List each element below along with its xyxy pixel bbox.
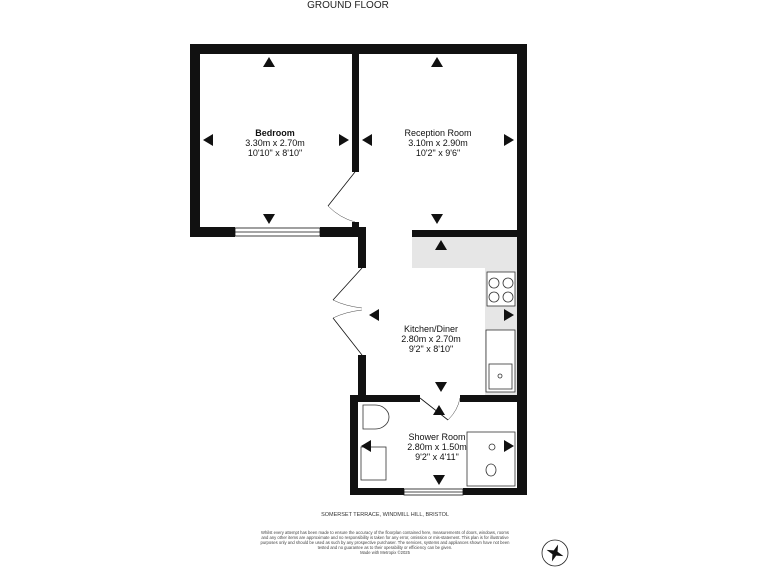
room-name: Bedroom xyxy=(255,128,295,138)
room-imperial: 10'10" x 8'10" xyxy=(248,148,302,158)
room-imperial: 10'2" x 9'6" xyxy=(416,148,460,158)
room-metric: 2.80m x 2.70m xyxy=(401,334,461,344)
room-metric: 3.30m x 2.70m xyxy=(245,138,305,148)
room-shower: Shower Room 2.80m x 1.50m 9'2" x 4'11" xyxy=(407,432,467,462)
floor-title: GROUND FLOOR xyxy=(307,0,389,11)
room-imperial: 9'2" x 4'11" xyxy=(415,452,459,462)
room-kitchen: Kitchen/Diner 2.80m x 2.70m 9'2" x 8'10" xyxy=(401,324,461,354)
doors xyxy=(327,171,461,421)
room-metric: 2.80m x 1.50m xyxy=(407,442,467,452)
property-address: SOMERSET TERRACE, WINDMILL HILL, BRISTOL xyxy=(321,512,449,518)
disclaimer: Whilst every attempt has been made to en… xyxy=(260,530,510,555)
windows xyxy=(234,227,464,496)
room-name: Shower Room xyxy=(408,432,465,442)
fixtures xyxy=(360,271,516,487)
room-name: Reception Room xyxy=(404,128,471,138)
room-name: Kitchen/Diner xyxy=(404,324,458,334)
room-bedroom: Bedroom 3.30m x 2.70m 10'10" x 8'10" xyxy=(245,128,305,158)
room-metric: 3.10m x 2.90m xyxy=(408,138,468,148)
compass-rose-icon xyxy=(541,539,569,567)
credit-text: Made with Metropix ©2025 xyxy=(360,550,410,555)
walls xyxy=(190,44,527,495)
room-imperial: 9'2" x 8'10" xyxy=(409,344,453,354)
disclaimer-text: Whilst every attempt has been made to en… xyxy=(260,530,510,550)
room-reception: Reception Room 3.10m x 2.90m 10'2" x 9'6… xyxy=(404,128,471,158)
